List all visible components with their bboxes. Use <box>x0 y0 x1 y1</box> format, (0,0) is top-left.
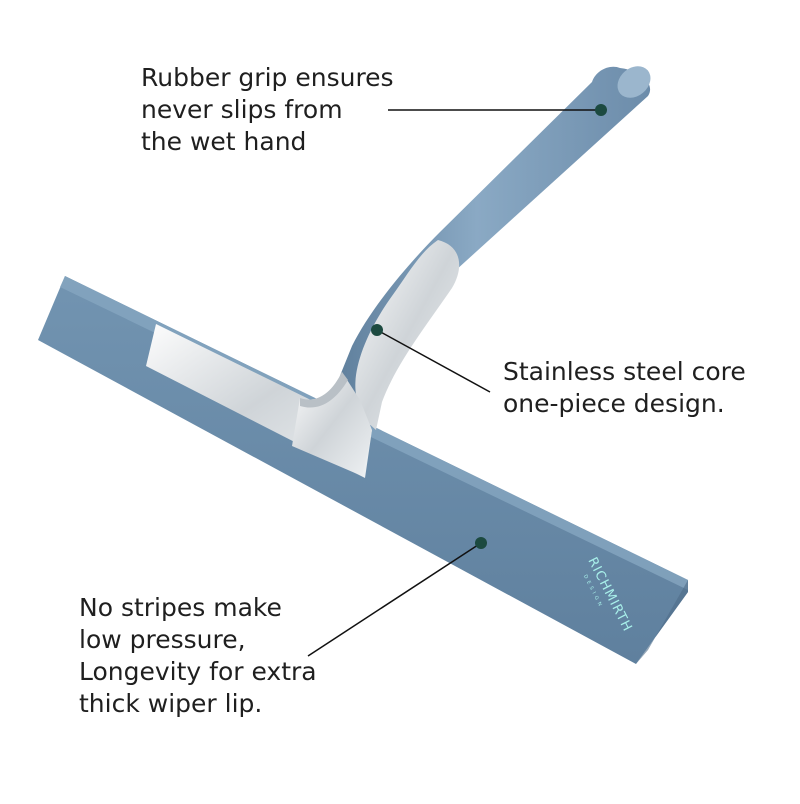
callout-line: Stainless steel core <box>503 357 746 386</box>
callout-rubber-grip: Rubber grip ensures never slips from the… <box>141 62 394 158</box>
callout-steel-core: Stainless steel core one-piece design. <box>503 356 746 420</box>
callout-line: No stripes make <box>79 593 282 622</box>
steel-core <box>292 240 460 476</box>
callout-line: Longevity for extra <box>79 657 317 686</box>
rubber-grip <box>335 66 651 419</box>
callout-line: never slips from <box>141 95 343 124</box>
core-marker-dot <box>371 324 383 336</box>
callout-line: one-piece design. <box>503 389 725 418</box>
callout-line: low pressure, <box>79 625 246 654</box>
callout-line: the wet hand <box>141 127 307 156</box>
core-leader-line <box>376 329 491 393</box>
callout-line: thick wiper lip. <box>79 689 263 718</box>
callout-wiper-lip: No stripes make low pressure, Longevity … <box>79 592 317 720</box>
callout-line: Rubber grip ensures <box>141 63 394 92</box>
lip-leader-line <box>307 542 482 657</box>
grip-marker-dot <box>595 104 607 116</box>
lip-marker-dot <box>475 537 487 549</box>
